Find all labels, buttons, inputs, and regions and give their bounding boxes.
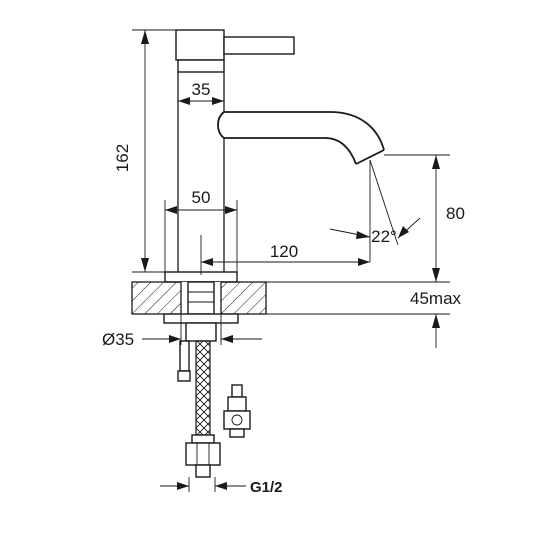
extension-lines (132, 29, 450, 492)
dim-dia35-arrow-right (221, 335, 233, 343)
threaded-shank (187, 281, 215, 315)
dim-dia35-arrow-left (169, 335, 181, 343)
dim-g12-arrow-right (215, 482, 227, 490)
dim-50-arrow-left (165, 206, 177, 214)
dimension-lines (141, 30, 440, 490)
dim-162-arrow-bottom (141, 258, 149, 272)
label-spout-angle: 22° (371, 227, 397, 246)
lever-handle-base (175, 29, 225, 61)
spout-upper-edge (224, 111, 385, 151)
dim-45-arrow (432, 314, 440, 328)
label-lever-width: 35 (192, 80, 211, 99)
valve-body (223, 410, 251, 430)
mounting-nut (185, 322, 217, 342)
label-total-height: 162 (113, 144, 132, 172)
spout (217, 111, 385, 165)
dim-80-arrow-top (432, 155, 440, 169)
spout-outlet (355, 149, 385, 165)
dim-162-arrow-top (141, 30, 149, 44)
dim-g12-arrow-left (177, 482, 189, 490)
valve-body-top (227, 396, 247, 412)
label-hole-diameter: Ø35 (102, 330, 134, 349)
left-connector-stub (179, 340, 190, 372)
spout-lower-edge (224, 137, 357, 165)
hose-end-stub (195, 464, 211, 478)
label-deck-thickness: 45max (410, 289, 462, 308)
label-spout-reach: 120 (270, 242, 298, 261)
hose-end-nut (185, 442, 221, 466)
dim-22-arrow-right (398, 226, 409, 238)
faucet-body (164, 29, 295, 283)
dim-35-arrow-left (178, 97, 190, 105)
label-body-width: 50 (192, 188, 211, 207)
dim-120-arrow-right (358, 258, 370, 266)
lever-arm (223, 36, 295, 55)
cartridge-cap (177, 59, 225, 73)
dimension-labels: 162 35 50 120 22° 80 45max Ø35 G1/2 (102, 80, 465, 496)
spout-joint (217, 111, 225, 139)
dim-22-arrow-left (356, 231, 370, 239)
dim-50-arrow-right (225, 206, 237, 214)
dim-35-arrow-right (212, 97, 224, 105)
label-spout-height: 80 (446, 204, 465, 223)
countertop-deck (131, 281, 267, 342)
angle-ref-line (369, 159, 399, 246)
supply-hoses (177, 340, 251, 478)
valve-outlet (229, 428, 245, 438)
label-connection: G1/2 (250, 479, 283, 496)
dim-80-arrow-bottom (432, 268, 440, 282)
braided-hose (195, 340, 211, 436)
valve-handle (231, 384, 243, 398)
valve-port-icon (231, 414, 243, 426)
hose-ferrule (191, 434, 215, 444)
left-connector-nut (177, 370, 191, 382)
dim-120-arrow-left (201, 258, 213, 266)
mounting-washer (163, 313, 239, 324)
